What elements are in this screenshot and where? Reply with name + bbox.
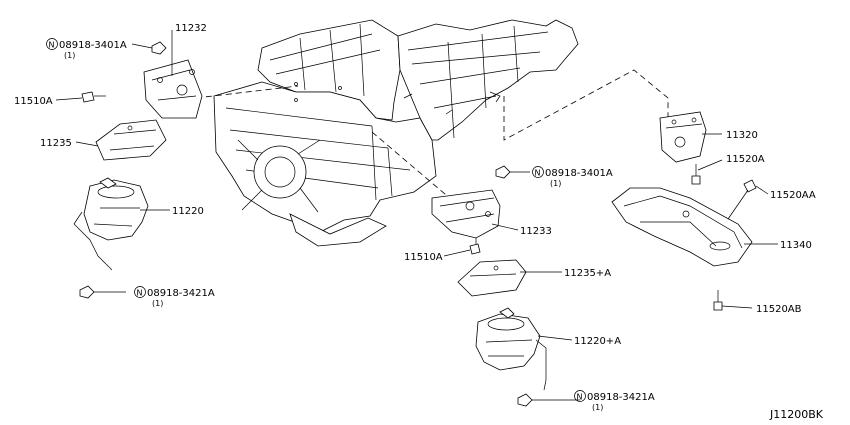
n-symbol: N [49,41,55,50]
nut-quantity: (1) [152,299,163,308]
nut-callout-bottom-left: N 08918-3421A (1) [134,286,215,308]
diagram-code: J11200BK [769,408,824,421]
n-symbol: N [137,289,143,298]
nut-callout-bottom-middle: N 08918-3421A (1) [574,390,655,412]
nut-bottom-left [79,285,95,299]
callout-11232: 11232 [175,23,207,34]
nut-top-left [151,41,167,55]
leader-engine-to-11232 [195,85,299,99]
nut-quantity: (1) [592,403,603,412]
bolt-11510a-left [81,91,106,103]
leader-engine-to-11233 [371,131,453,201]
nut-part-number: 08918-3421A [587,392,655,403]
callout-11520ab: 11520AB [756,304,802,315]
nut-part-number: 08918-3421A [147,288,215,299]
nut-callout-mid-right: N 08918-3401A (1) [532,166,613,188]
callout-11510a-left: 11510A [14,96,53,107]
leader-trans-to-11320 [503,69,669,141]
bolt-11520aa [725,179,757,223]
n-symbol: N [535,169,541,178]
part-labels: 11232 11510A 11235 11220 11233 11510A 11… [14,23,816,347]
nut-quantity: (1) [550,179,561,188]
insulator-11320 [659,111,707,163]
bracket-11233 [431,189,501,239]
crossmember-11340 [611,187,753,267]
engine-block-illustration [213,19,437,247]
bolt-11520ab [713,290,723,311]
nut-part-number: 08918-3401A [59,40,127,51]
bracket-11232 [143,59,203,119]
callout-11220: 11220 [172,206,204,217]
callout-11520aa: 11520AA [770,190,816,201]
nut-part-number: 08918-3401A [545,168,613,179]
nut-mid-right [495,165,511,179]
nut-bottom-middle [517,393,533,407]
nut-quantity: (1) [64,51,75,60]
callout-11235: 11235 [40,138,72,149]
insulator-11220 [73,177,149,271]
nut-callout-top-left: N 08918-3401A (1) [46,38,127,60]
callout-11520a: 11520A [726,154,765,165]
callout-11220a: 11220+A [574,336,621,347]
bolt-11510a-mid [469,238,481,255]
heat-shield-11235a [457,259,527,297]
insulator-11220a [475,307,547,391]
transmission-illustration [397,19,579,141]
callout-11235a: 11235+A [564,268,611,279]
n-symbol: N [577,393,583,402]
callout-11510a-mid: 11510A [404,252,443,263]
bolt-11520a [691,164,701,185]
heat-shield-11235 [95,119,167,161]
callout-11340: 11340 [780,240,812,251]
leader-lines [55,30,778,401]
callout-11320: 11320 [726,130,758,141]
callout-11233: 11233 [520,226,552,237]
